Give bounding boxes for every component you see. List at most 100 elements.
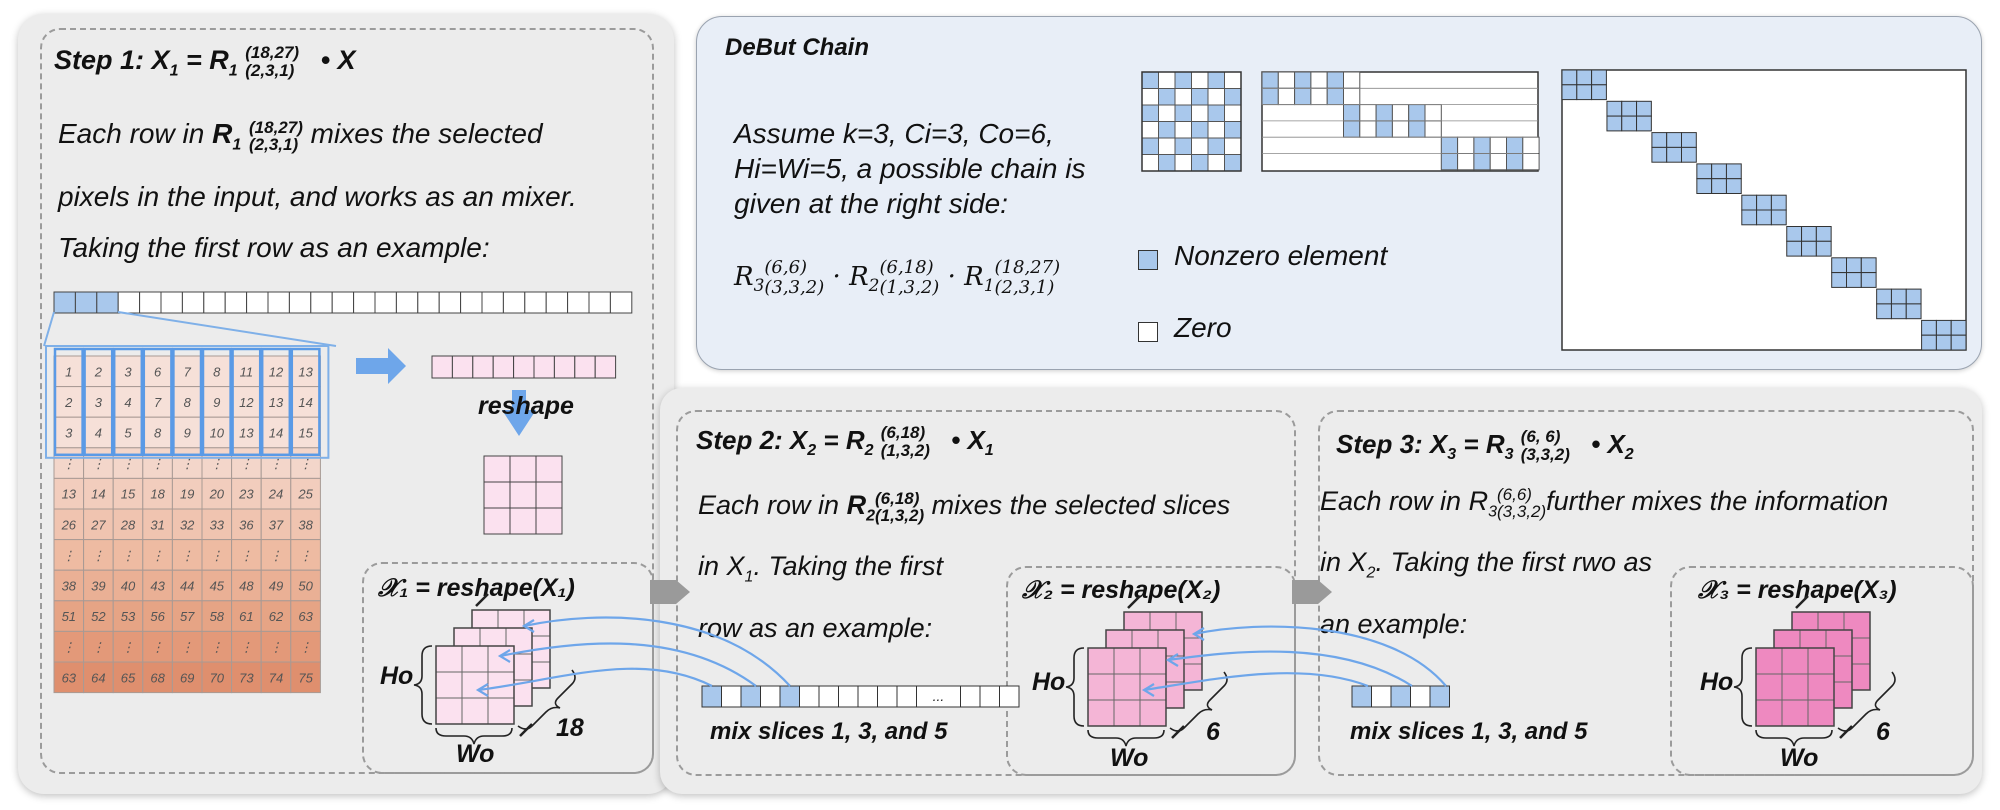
mix-cell	[979, 685, 1000, 708]
grid-cell-label: ⋮	[151, 640, 164, 655]
stack-dots	[475, 593, 489, 607]
grid-cell-label: 38	[62, 579, 77, 594]
grid-cell-label: 13	[269, 395, 284, 410]
x2-reshape-label: 𝒳₂ = reshape(X₂)	[1022, 576, 1221, 604]
matrix-cell	[1725, 178, 1742, 194]
grid-cell	[260, 569, 292, 602]
mix-arrow	[499, 642, 757, 687]
chain-assumption: Assume k=3, Ci=3, Co=6, Hi=Wi=5, a possi…	[734, 116, 1085, 221]
column-highlight	[201, 347, 232, 457]
assume-line2: Hi=Wi=5, a possible chain is	[734, 153, 1086, 184]
step2-mix-label: mix slices 1, 3, and 5	[710, 718, 948, 745]
grid-cell-label: 56	[150, 609, 165, 624]
mix-arrows	[475, 616, 1447, 697]
debut-chain-title: DeBut Chain	[725, 34, 869, 61]
grid-cell-label: ⋮	[270, 456, 283, 471]
grid-cell-label: 38	[298, 517, 313, 532]
legend-nonzero-swatch	[1138, 250, 1158, 270]
step2-desc-line1: Each row in R2(6,18)(1,3,2) mixes the se…	[698, 488, 1231, 525]
stack-cell	[435, 697, 463, 725]
mix-cell	[1429, 685, 1450, 708]
column-highlight	[231, 347, 262, 457]
grid-cell-label: 63	[62, 670, 77, 685]
matrix-r3-checker	[1141, 71, 1242, 172]
grid-cell-label: 15	[298, 426, 313, 441]
stack-dots	[1839, 725, 1853, 739]
grid-cell-label: 1	[65, 364, 72, 379]
grid-cell-label: ⋮	[92, 548, 105, 563]
mix-cell	[701, 685, 722, 708]
mix-cell	[1390, 685, 1411, 708]
grid-cell	[260, 386, 292, 418]
grid-cell-label: ⋮	[299, 640, 312, 655]
legend-zero-swatch	[1138, 322, 1158, 342]
grid-cell-label: 8	[184, 395, 192, 410]
grid-cell	[201, 386, 233, 418]
grid-cell-label: 7	[154, 395, 162, 410]
stack-cell	[435, 671, 463, 699]
arrow-right-icon	[356, 348, 406, 384]
grid-cell-label: 4	[95, 426, 102, 441]
grid-cell	[83, 386, 114, 418]
grid-cell	[201, 477, 233, 510]
step3-desc-line1: Each row in R3(6,6)(3,3,2)further mixes …	[1320, 484, 1889, 521]
ho-brace	[413, 645, 433, 725]
grid-cell-label: ⋮	[62, 456, 75, 471]
grid-cell-label: ⋮	[210, 456, 223, 471]
depth-brace	[1837, 671, 1896, 732]
stack-cell	[1807, 673, 1835, 701]
grid-cell	[112, 661, 144, 694]
grid-cell	[171, 447, 203, 479]
column-highlight	[53, 347, 84, 457]
column-highlight	[290, 347, 321, 457]
grid-cell	[171, 661, 203, 694]
wo-brace	[1755, 729, 1833, 747]
grid-cell-label: 53	[121, 609, 136, 624]
mix-row-border	[1351, 685, 1450, 708]
grid-cell-label: 51	[62, 609, 76, 624]
stack-cell	[1113, 647, 1141, 675]
mix-arrow	[477, 667, 713, 692]
grid-cell	[171, 539, 203, 571]
grid-cell-label: 63	[298, 609, 313, 624]
mix-arrow	[1193, 625, 1447, 687]
grid-cell-label: 20	[209, 487, 225, 502]
grid-cell	[112, 508, 144, 541]
grid-cell-label: 18	[150, 487, 165, 502]
grid-cell-label: 2	[94, 364, 103, 379]
grid-cell-label: 45	[210, 579, 225, 594]
grid-cell-label: 12	[239, 395, 254, 410]
matrix-cell	[1636, 115, 1652, 132]
grid-cell-label: 75	[298, 670, 313, 685]
x1-feature-stack	[413, 593, 576, 745]
grid-cell-label: ⋮	[181, 548, 194, 563]
mix-cell	[760, 685, 781, 708]
grid-cell-label: 25	[297, 487, 313, 502]
grid-cell-label: ⋮	[151, 548, 164, 563]
grid-cell	[83, 661, 114, 694]
x3-ho-label: Ho	[1700, 668, 1734, 696]
stack-cell	[461, 697, 489, 725]
grid-cell	[231, 600, 262, 632]
mix-arrowhead	[1165, 653, 1179, 667]
x3-reshape-label: 𝒳₃ = reshape(X₃)	[1698, 576, 1897, 604]
stack-dots	[1171, 725, 1185, 739]
mix-arrow	[1143, 672, 1369, 692]
legend-nonzero-label: Nonzero element	[1174, 240, 1388, 271]
grid-cell	[260, 508, 292, 541]
block-cell	[535, 481, 563, 509]
grid-cell-label: 52	[91, 609, 106, 624]
grid-cell-label: 37	[269, 517, 284, 532]
step2-title: Step 2: X2 = R2 (6,18) (1,3,2) • X1	[696, 423, 994, 460]
step1-row-vector	[53, 291, 633, 314]
step3-x3-frame	[1670, 566, 1974, 776]
grid-cell-label: 43	[150, 579, 165, 594]
grid-cell-label: ⋮	[92, 456, 105, 471]
assume-line3: given at the right side:	[734, 188, 1008, 219]
stack-cell	[435, 645, 463, 673]
grid-cell-label: 13	[62, 487, 77, 502]
matrix-cell	[1681, 146, 1697, 163]
grid-cell	[83, 600, 114, 632]
step1-dashed-frame	[40, 28, 654, 774]
grid-cell-label: 24	[268, 487, 283, 502]
